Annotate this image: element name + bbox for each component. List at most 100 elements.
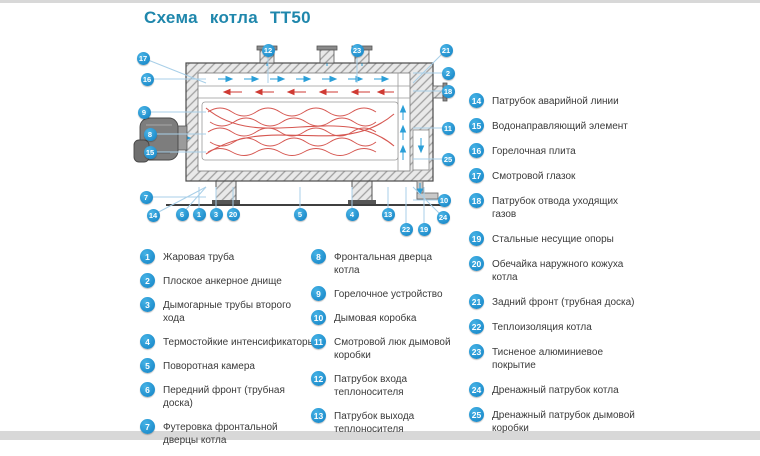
legend-label: Поворотная камера — [163, 361, 255, 372]
diagram-callout-badge: 15 — [143, 145, 157, 159]
legend-label: Патрубок отвода уходящих газов — [492, 196, 619, 220]
legend-number-badge: 6 — [140, 382, 155, 397]
legend-item: 9 Горелочное устройство — [311, 286, 461, 301]
legend-label: Обечайка наружного кожуха котла — [492, 259, 624, 283]
legend-label: Задний фронт (трубная доска) — [492, 297, 635, 308]
top-edge-strip — [0, 0, 760, 3]
legend-label: Фронтальная дверца котла — [334, 252, 433, 276]
legend-number-badge: 15 — [469, 118, 484, 133]
legend-number-badge: 21 — [469, 294, 484, 309]
legend-number-badge: 12 — [311, 371, 326, 386]
diagram-callout-badge: 5 — [293, 207, 307, 221]
legend-item: 16 Горелочная плита — [469, 143, 649, 158]
legend-item: 15 Водонаправляющий элемент — [469, 118, 649, 133]
diagram-callout-badge: 12 — [261, 43, 275, 57]
diagram-callout-badge: 6 — [175, 207, 189, 221]
legend-item: 10 Дымовая коробка — [311, 310, 461, 325]
steel-supports — [212, 180, 376, 204]
diagram-callout-badge: 10 — [437, 193, 451, 207]
flue-gas-arrows-red — [222, 88, 394, 96]
legend-label: Футеровка фронтальной дверцы котла — [163, 422, 278, 446]
legend-item: 3 Дымогарные трубы второго хода — [140, 297, 315, 325]
legend-item: 20 Обечайка наружного кожуха котла — [469, 256, 649, 284]
legend-label: Горелочная плита — [492, 146, 576, 157]
diagram-callout-badge: 2 — [441, 66, 455, 80]
diagram-callout-badge: 4 — [345, 207, 359, 221]
diagram-callout-badge: 20 — [226, 207, 240, 221]
legend-label: Термостойкие интенсификаторы — [163, 337, 315, 348]
legend-number-badge: 22 — [469, 319, 484, 334]
diagram-callout-badge: 23 — [350, 43, 364, 57]
legend-number-badge: 19 — [469, 231, 484, 246]
legend-number-badge: 20 — [469, 256, 484, 271]
diagram-callout-badge: 17 — [136, 51, 150, 65]
legend-label: Патрубок входа теплоносителя — [334, 374, 408, 398]
legend-number-badge: 14 — [469, 93, 484, 108]
legend-number-badge: 8 — [311, 249, 326, 264]
diagram-callout-badge: 18 — [441, 84, 455, 98]
legend-label: Патрубок выхода теплоносителя — [334, 411, 415, 435]
diagram-callout-badge: 16 — [140, 72, 154, 86]
legend-label: Смотровой глазок — [492, 171, 576, 182]
legend-number-badge: 7 — [140, 419, 155, 434]
legend-item: 12 Патрубок входа теплоносителя — [311, 371, 461, 399]
legend-label: Горелочное устройство — [334, 289, 443, 300]
legend-item: 13 Патрубок выхода теплоносителя — [311, 408, 461, 436]
legend-number-badge: 23 — [469, 344, 484, 359]
diagram-callout-badge: 11 — [441, 121, 455, 135]
legend-item: 8 Фронтальная дверца котла — [311, 249, 461, 277]
legend-column-2: 8 Фронтальная дверца котла 9 Горелочное уст… — [311, 249, 461, 445]
smoke-box — [412, 129, 439, 200]
diagram-callout-badge: 25 — [441, 152, 455, 166]
legend-item: 18 Патрубок отвода уходящих газов — [469, 193, 649, 221]
legend-label: Дренажный патрубок дымовой коробки — [492, 410, 635, 434]
legend-label: Дымовая коробка — [334, 313, 417, 324]
legend-item: 19 Стальные несущие опоры — [469, 231, 649, 246]
legend-label: Плоское анкерное днище — [163, 276, 282, 287]
legend-number-badge: 10 — [311, 310, 326, 325]
flame — [205, 107, 395, 156]
diagram-callout-badge: 7 — [139, 190, 153, 204]
legend-number-badge: 18 — [469, 193, 484, 208]
legend-item: 5 Поворотная камера — [140, 358, 315, 373]
legend-label: Водонаправляющий элемент — [492, 121, 628, 132]
legend-item: 7 Футеровка фронтальной дверцы котла — [140, 419, 315, 447]
diagram-callout-badge: 3 — [209, 207, 223, 221]
diagram-callout-badge: 19 — [417, 222, 431, 236]
diagram-callout-badge: 1 — [192, 207, 206, 221]
legend-item: 21 Задний фронт (трубная доска) — [469, 294, 649, 309]
legend-number-badge: 13 — [311, 408, 326, 423]
legend-label: Стальные несущие опоры — [492, 234, 614, 245]
legend-number-badge: 9 — [311, 286, 326, 301]
diagram-callout-badge: 9 — [137, 105, 151, 119]
legend-label: Патрубок аварийной линии — [492, 96, 619, 107]
legend-label: Дренажный патрубок котла — [492, 385, 619, 396]
second-pass-tubes — [198, 85, 410, 99]
legend-number-badge: 2 — [140, 273, 155, 288]
diagram-callout-badge: 8 — [143, 127, 157, 141]
legend-number-badge: 24 — [469, 382, 484, 397]
page-title: Схема котла ТТ50 — [144, 8, 311, 27]
legend-label: Теплоизоляция котла — [492, 322, 592, 333]
bottom-edge-strip — [0, 431, 760, 440]
legend-item: 14 Патрубок аварийной линии — [469, 93, 649, 108]
legend-label: Тисненое алюминиевое покрытие — [492, 347, 604, 371]
legend-item: 24 Дренажный патрубок котла — [469, 382, 649, 397]
diagram-callout-badge: 13 — [381, 207, 395, 221]
diagram-callout-badge: 22 — [399, 222, 413, 236]
flame-tube — [201, 101, 399, 161]
legend-number-badge: 16 — [469, 143, 484, 158]
diagram-callout-badge: 14 — [146, 208, 160, 222]
legend-number-badge: 11 — [311, 334, 326, 349]
legend-item: 22 Теплоизоляция котла — [469, 319, 649, 334]
legend-number-badge: 5 — [140, 358, 155, 373]
legend-number-badge: 3 — [140, 297, 155, 312]
legend-label: Дымогарные трубы второго хода — [163, 300, 292, 324]
